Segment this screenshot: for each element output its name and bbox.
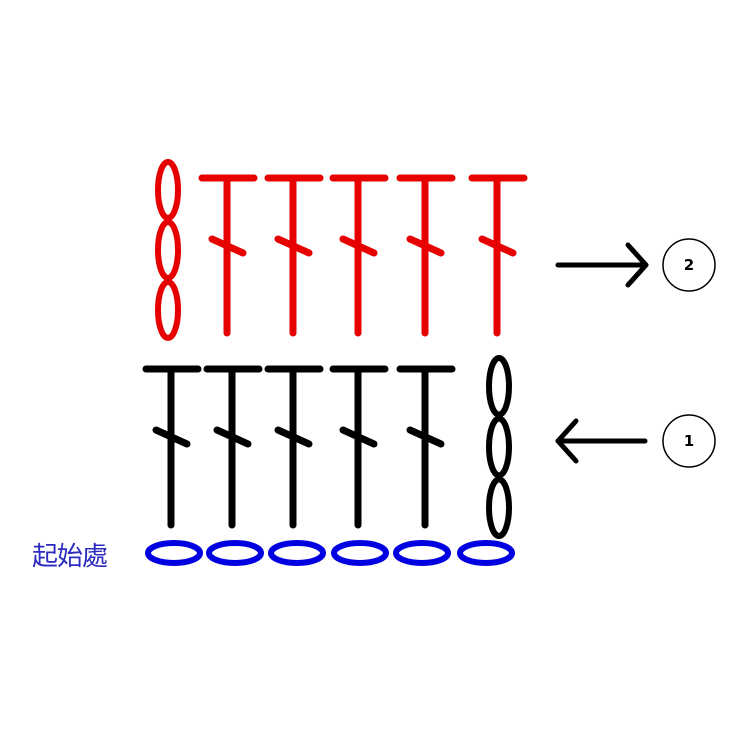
foundation-chain	[145, 540, 203, 566]
double-crochet-row-1	[142, 365, 202, 529]
row-number-1-circle	[662, 414, 716, 468]
double-crochet-row-1	[264, 365, 324, 529]
foundation-chain	[393, 540, 451, 566]
row-number-2: 2	[684, 256, 694, 274]
double-crochet-row-1	[329, 365, 389, 529]
turning-chain-row-2	[155, 159, 181, 221]
foundation-chain	[331, 540, 389, 566]
double-crochet-row-2	[264, 174, 324, 337]
row-number-1: 1	[684, 432, 694, 450]
turning-chain-row-1	[486, 355, 512, 418]
double-crochet-row-1	[203, 365, 263, 529]
foundation-chain	[206, 540, 264, 566]
row-number-2-circle	[662, 238, 716, 292]
foundation-chain	[457, 540, 515, 566]
turning-chain-row-2	[155, 279, 181, 341]
start-label: 起始處	[32, 542, 108, 572]
turning-chain-row-2	[155, 219, 181, 281]
double-crochet-row-1	[396, 365, 456, 529]
turning-chain-row-1	[486, 476, 512, 539]
double-crochet-row-2	[468, 174, 528, 337]
foundation-chain	[268, 540, 326, 566]
turning-chain-row-1	[486, 415, 512, 479]
double-crochet-row-2	[198, 174, 258, 337]
double-crochet-row-2	[329, 174, 389, 337]
arrow-right-icon	[555, 242, 649, 288]
double-crochet-row-2	[396, 174, 456, 337]
arrow-left-icon	[555, 418, 648, 464]
